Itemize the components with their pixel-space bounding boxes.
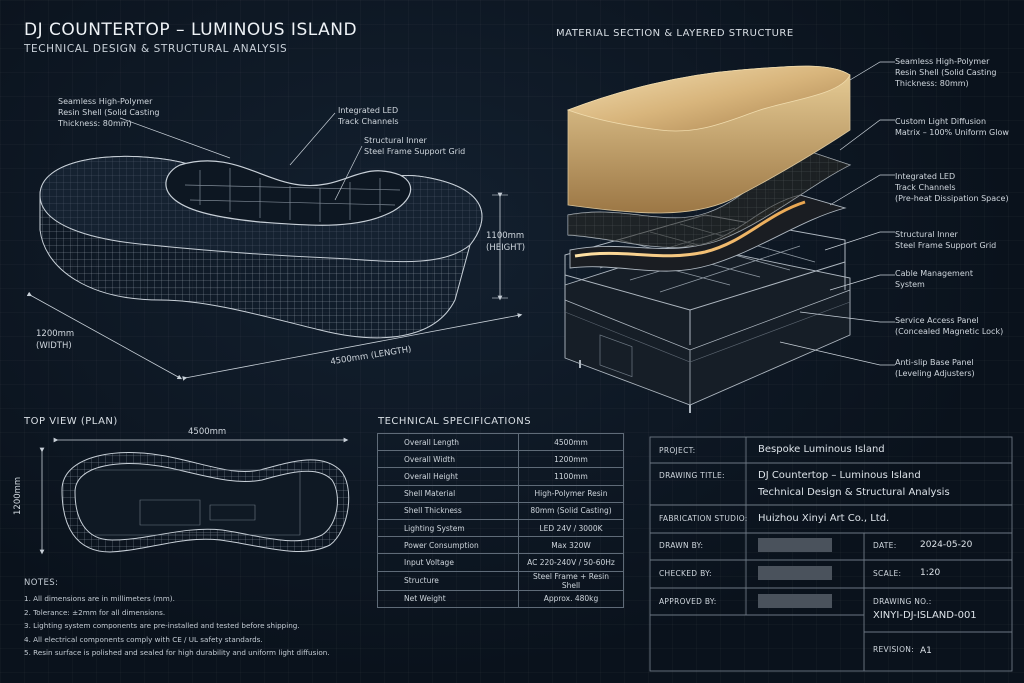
spec-key: Overall Height	[377, 467, 519, 486]
drawing-no-value: XINYI-DJ-ISLAND-001	[873, 610, 977, 621]
checked-by-redaction	[758, 566, 832, 580]
top-view-title: TOP VIEW (PLAN)	[24, 416, 118, 427]
date-value: 2024-05-20	[920, 540, 973, 550]
iso-dim-width: 1200mm(WIDTH)	[36, 329, 75, 351]
drawing-title-value-2: Technical Design & Structural Analysis	[758, 487, 950, 498]
exploded-section-view	[564, 61, 895, 413]
approved-by-label: APPROVED BY:	[659, 597, 717, 606]
isometric-view	[26, 112, 523, 381]
spec-value: AC 220-240V / 50-60Hz	[518, 553, 624, 572]
page-subtitle: TECHNICAL DESIGN & STRUCTURAL ANALYSIS	[24, 43, 288, 55]
spec-key: Shell Thickness	[377, 501, 519, 520]
page-title: DJ COUNTERTOP – LUMINOUS ISLAND	[24, 20, 358, 40]
top-view-width: 1200mm	[13, 476, 23, 515]
layer-callout-base: Anti-slip Base Panel(Leveling Adjusters)	[895, 358, 975, 378]
top-view-plan	[39, 437, 350, 555]
project-value: Bespoke Luminous Island	[758, 444, 885, 455]
spec-key: Power Consumption	[377, 536, 519, 555]
spec-value: 1200mm	[518, 450, 624, 469]
scale-value: 1:20	[920, 568, 941, 578]
spec-key: Lighting System	[377, 518, 519, 538]
drawn-by-redaction	[758, 538, 832, 552]
note-item: 5. Resin surface is polished and sealed …	[24, 648, 330, 658]
notes-title: NOTES:	[24, 578, 59, 588]
spec-value: 80mm (Solid Casting)	[518, 501, 624, 520]
title-block: PROJECT: Bespoke Luminous Island DRAWING…	[650, 437, 1010, 671]
revision-label: REVISION:	[873, 645, 915, 654]
spec-key: Net Weight	[377, 589, 519, 608]
drawn-by-label: DRAWN BY:	[659, 541, 704, 550]
date-label: DATE:	[873, 541, 897, 550]
note-item: 1. All dimensions are in millimeters (mm…	[24, 594, 175, 604]
spec-value: LED 24V / 3000K	[518, 518, 624, 538]
spec-key: Shell Material	[377, 484, 519, 503]
drawing-title-label: DRAWING TITLE:	[659, 471, 725, 480]
studio-label: FABRICATION STUDIO:	[659, 514, 748, 523]
spec-value: Steel Frame + Resin Shell	[518, 570, 624, 591]
note-item: 2. Tolerance: ±2mm for all dimensions.	[24, 607, 166, 617]
spec-key: Overall Length	[377, 432, 519, 452]
scale-label: SCALE:	[873, 569, 902, 578]
approved-by-redaction	[758, 594, 832, 608]
note-item: 4. All electrical components comply with…	[24, 634, 263, 644]
drawing-no-label: DRAWING NO.:	[873, 597, 932, 606]
project-label: PROJECT:	[659, 446, 696, 455]
spec-value: 1100mm	[518, 467, 624, 486]
spec-key: Structure	[377, 570, 519, 591]
checked-by-label: CHECKED BY:	[659, 569, 712, 578]
drawing-title-value-1: DJ Countertop – Luminous Island	[758, 470, 921, 481]
layer-callout-service: Service Access Panel(Concealed Magnetic …	[895, 316, 1004, 336]
note-item: 3. Lighting system components are pre-in…	[24, 621, 300, 631]
revision-value: A1	[920, 646, 932, 656]
spec-key: Input Voltage	[377, 553, 519, 572]
spec-key: Overall Width	[377, 450, 519, 469]
iso-dim-height: 1100mm(HEIGHT)	[486, 231, 526, 253]
spec-value: High-Polymer Resin	[518, 484, 624, 503]
specs-title: TECHNICAL SPECIFICATIONS	[378, 416, 532, 427]
spec-value: Approx. 480kg	[518, 589, 624, 608]
title-block-grid	[649, 436, 1013, 672]
notes-block: NOTES: 1. All dimensions are in millimet…	[24, 577, 330, 659]
spec-value: Max 320W	[518, 536, 624, 555]
section-title: MATERIAL SECTION & LAYERED STRUCTURE	[556, 28, 794, 39]
spec-value: 4500mm	[518, 432, 624, 452]
top-view-length: 4500mm	[188, 427, 227, 437]
studio-value: Huizhou Xinyi Art Co., Ltd.	[758, 513, 890, 524]
